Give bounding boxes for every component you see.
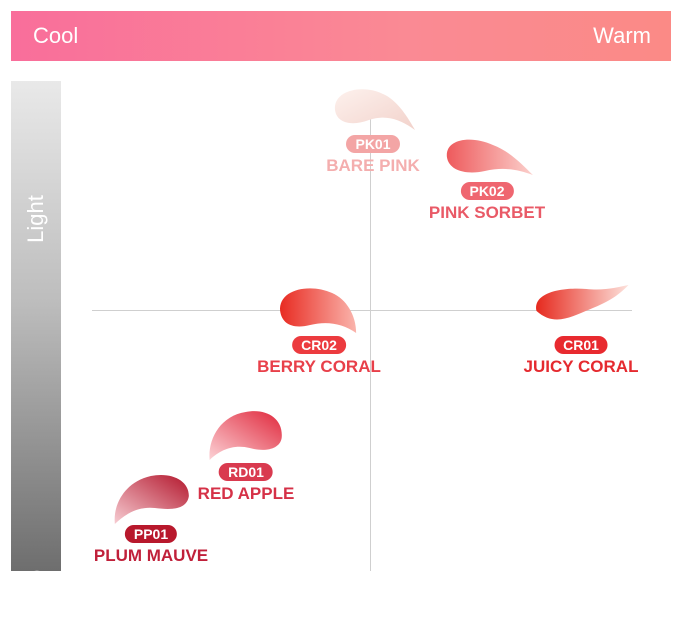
warmth-scale-bar: Cool Warm <box>11 11 671 61</box>
shade-item-pk02: PK02 PINK SORBET <box>429 133 545 223</box>
shade-name: BERRY CORAL <box>257 357 381 376</box>
shade-item-cr01: CR01 JUICY CORAL <box>523 281 639 377</box>
depth-scale-bar: Light Deep <box>11 81 61 622</box>
deep-label: Deep <box>23 569 48 622</box>
shade-item-pp01: PP01 PLUM MAUVE <box>94 470 208 566</box>
swatch-rd01 <box>209 411 283 460</box>
vertical-axis-line <box>370 91 371 571</box>
swatch-shape <box>446 139 533 175</box>
shade-code-badge: PP01 <box>124 525 178 543</box>
shade-name: BARE PINK <box>326 156 420 175</box>
shade-name: PINK SORBET <box>428 203 546 222</box>
light-label: Light <box>23 195 48 243</box>
shade-code-badge: CR01 <box>554 336 608 354</box>
swatch-shape <box>114 474 189 524</box>
swatch-shape <box>279 288 356 333</box>
shade-code-badge: PK02 <box>460 182 514 200</box>
swatch-pk01 <box>334 89 415 130</box>
shade-code-badge: RD01 <box>219 463 273 481</box>
shade-name: RED APPLE <box>197 484 295 503</box>
swatch-pp01 <box>114 474 189 524</box>
shade-code-badge: PK01 <box>346 135 400 153</box>
shade-item-rd01: RD01 RED APPLE <box>197 408 295 504</box>
swatch-shape <box>334 89 415 130</box>
shade-name: JUICY CORAL <box>523 357 639 376</box>
shade-item-cr02: CR02 BERRY CORAL <box>257 281 381 377</box>
swatch-shape <box>209 411 283 460</box>
swatch-shape <box>536 285 629 320</box>
swatch-cr01 <box>536 285 629 320</box>
shade-name: PLUM MAUVE <box>93 546 209 565</box>
shade-item-pk01: PK01 BARE PINK <box>323 80 423 176</box>
shade-code-badge: CR02 <box>292 336 346 354</box>
swatch-cr02 <box>279 288 356 333</box>
horizontal-axis-line <box>92 310 632 311</box>
swatch-pk02 <box>446 139 533 175</box>
cool-label: Cool <box>33 23 79 48</box>
warm-label: Warm <box>593 23 651 48</box>
